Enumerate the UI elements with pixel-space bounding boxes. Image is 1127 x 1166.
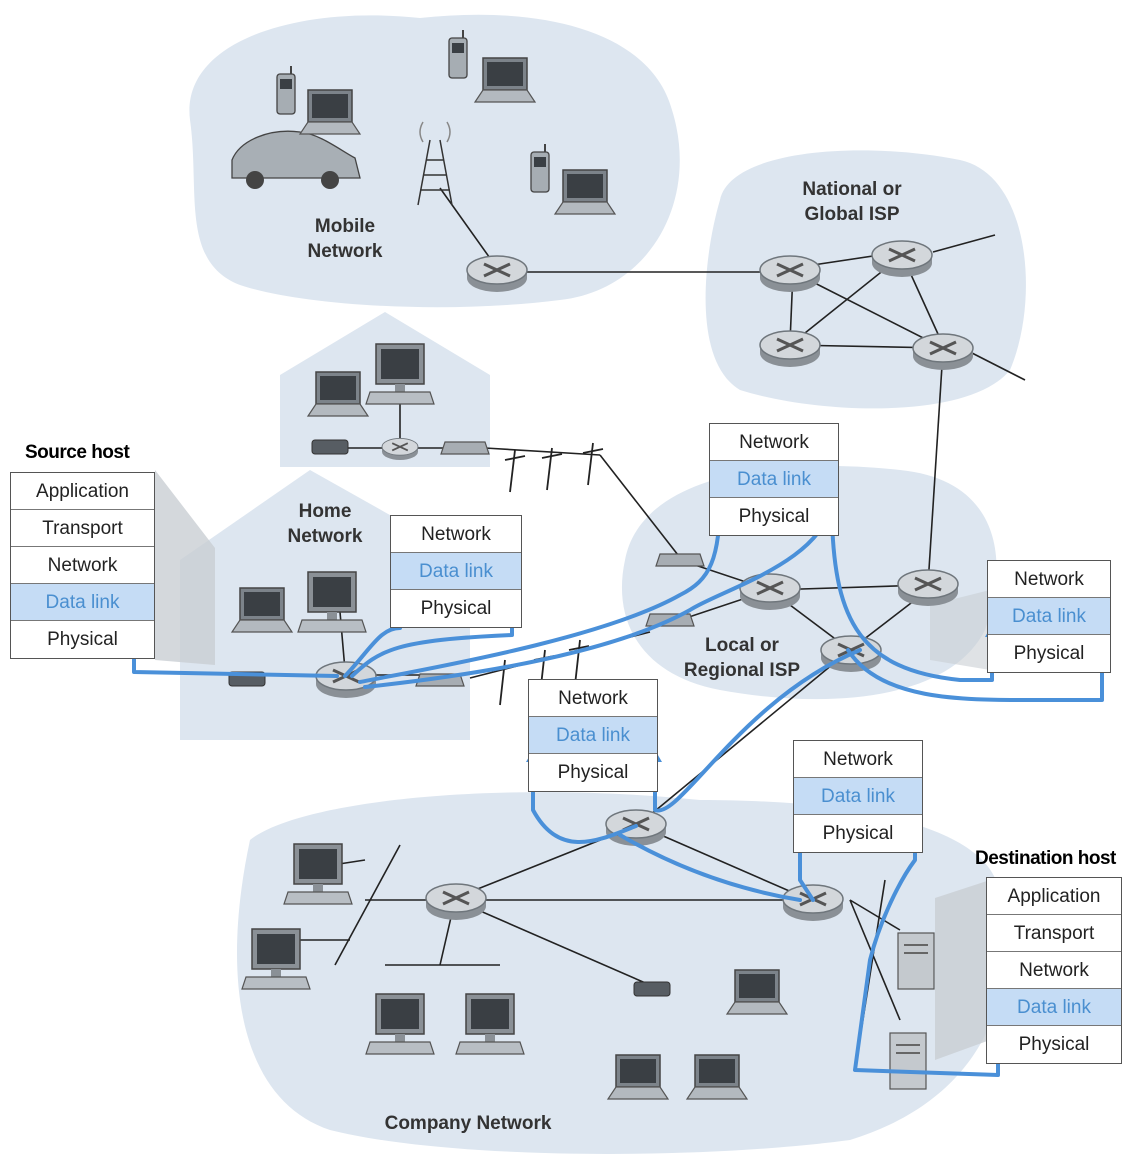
layer-physical: Physical (420, 598, 492, 619)
cell-tower-icon (417, 121, 453, 206)
layer-network: Network (988, 561, 1110, 598)
router-icon (896, 568, 960, 608)
layer-data-link: Data link (710, 461, 838, 498)
layer-physical: Physical (1013, 643, 1085, 664)
source-host-label: Source host (25, 442, 130, 463)
layer-transport: Transport (987, 915, 1121, 952)
layer-application: Application (987, 878, 1121, 915)
laptop-icon (607, 1054, 669, 1100)
router-icon (465, 254, 529, 294)
layer-data-link: Data link (11, 584, 154, 621)
switch-icon (440, 441, 490, 455)
desktop-icon (455, 993, 525, 1055)
company-network-label: Company Network (385, 1113, 552, 1134)
layer-network: Network (987, 952, 1121, 989)
layer-network: Network (794, 741, 922, 778)
layer-data-link: Data link (794, 778, 922, 815)
layer-application: Application (11, 473, 154, 510)
router-icon (911, 332, 975, 372)
laptop-icon (231, 587, 293, 633)
layer-physical: Physical (1018, 1034, 1090, 1055)
laptop-icon (299, 89, 361, 135)
router-icon (758, 329, 822, 369)
layer-data-link: Data link (987, 989, 1121, 1026)
laptop-icon (307, 371, 369, 417)
layer-physical: Physical (557, 762, 629, 783)
router-icon (758, 254, 822, 294)
server-icon (889, 1032, 927, 1090)
laptop-icon (554, 169, 616, 215)
switch-icon (655, 553, 705, 567)
house-upper (280, 312, 490, 467)
destination-host-label: Destination host (975, 848, 1117, 869)
layer-transport: Transport (11, 510, 154, 547)
layer-network: Network (529, 680, 657, 717)
laptop-icon (474, 57, 536, 103)
layer-data-link: Data link (391, 553, 521, 590)
desktop-icon (283, 843, 353, 905)
layer-network: Network (11, 547, 154, 584)
laptop-icon (726, 969, 788, 1015)
layer-physical: Physical (738, 506, 810, 527)
layer-data-link: Data link (988, 598, 1110, 635)
desktop-icon (241, 928, 311, 990)
router-icon (381, 437, 419, 461)
car-icon (231, 130, 361, 189)
server-icon (897, 932, 935, 990)
layer-physical: Physical (47, 629, 118, 650)
layer-physical: Physical (822, 823, 894, 844)
mobile-network-cloud (189, 14, 680, 308)
modem-icon (633, 981, 671, 997)
desktop-icon (365, 343, 435, 405)
laptop-icon (686, 1054, 748, 1100)
modem-icon (311, 439, 349, 455)
layer-network: Network (710, 424, 838, 461)
desktop-icon (365, 993, 435, 1055)
layer-network: Network (391, 516, 521, 553)
router-icon (424, 882, 488, 922)
router-icon (781, 883, 845, 923)
layer-data-link: Data link (529, 717, 657, 754)
desktop-icon (297, 571, 367, 633)
router-icon (870, 239, 934, 279)
